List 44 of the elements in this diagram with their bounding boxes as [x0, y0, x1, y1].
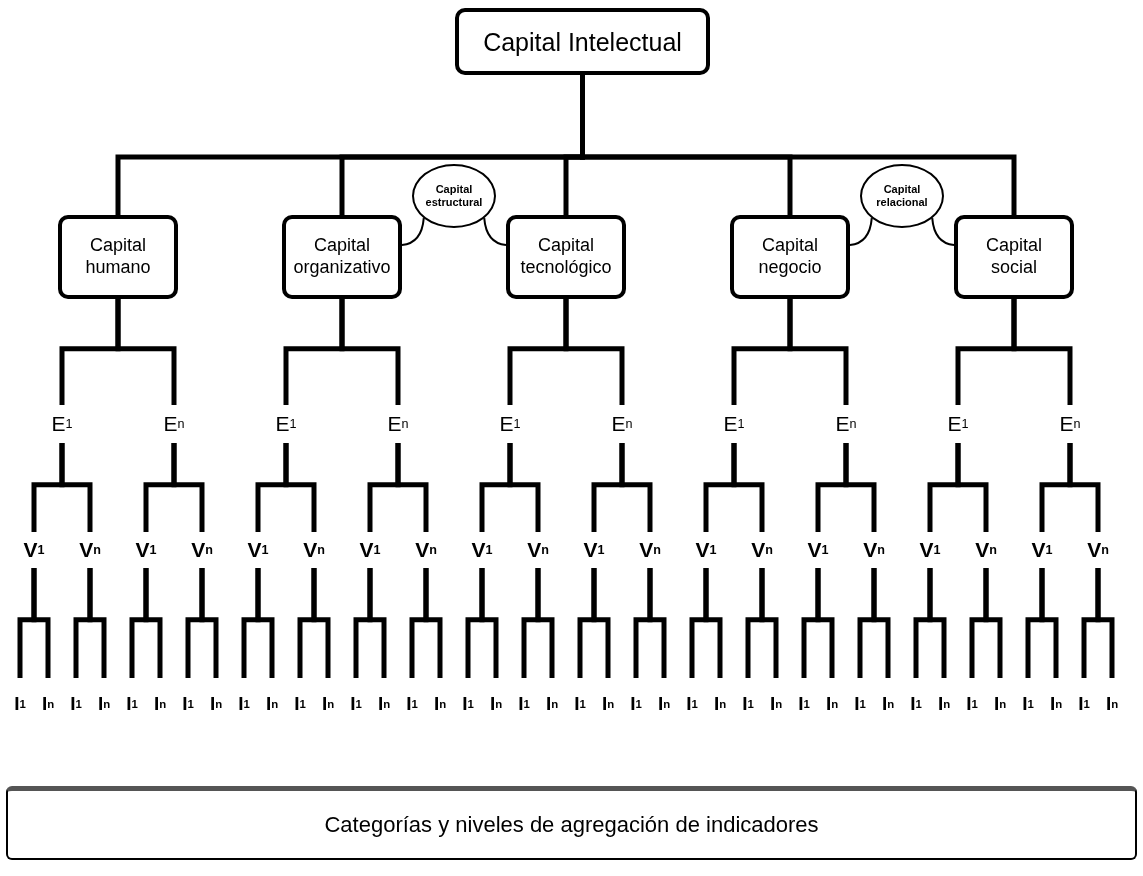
tree-connector: [311, 568, 331, 678]
tree-connector: [87, 568, 107, 678]
tree-connector: [703, 568, 723, 678]
category-box: Capital social: [954, 215, 1074, 299]
tree-connector: [927, 568, 947, 678]
tree-connector: [647, 568, 667, 678]
tree-connector: [1039, 568, 1059, 678]
tree-connector: [1095, 568, 1115, 678]
tree-connector: [871, 568, 891, 678]
tree-connector: [619, 443, 653, 532]
root-box: Capital Intelectual: [455, 8, 710, 75]
category-box: Capital organizativo: [282, 215, 402, 299]
tree-connector: [535, 568, 555, 678]
tree-connector: [479, 568, 499, 678]
tree-connector: [395, 443, 429, 532]
tree-connector: [423, 568, 443, 678]
tree-connector: [843, 443, 877, 532]
tree-connector: [143, 568, 163, 678]
tree-connector: [1011, 299, 1073, 405]
tree-connector: [731, 443, 765, 532]
tree-connector: [115, 299, 177, 405]
group-ellipse: Capital estructural: [412, 164, 496, 228]
tree-connector: [955, 443, 989, 532]
tree-connector: [339, 299, 401, 405]
tree-connector: [171, 443, 205, 532]
tree-connector: [283, 443, 317, 532]
tree-connector: [759, 568, 779, 678]
category-box: Capital tecnológico: [506, 215, 626, 299]
tree-connector: [199, 568, 219, 678]
category-box: Capital humano: [58, 215, 178, 299]
group-ellipse: Capital relacional: [860, 164, 944, 228]
tree-connector: [367, 568, 387, 678]
tree-connector: [563, 299, 625, 405]
tree-connector: [815, 568, 835, 678]
tree-connector: [255, 568, 275, 678]
tree-connector: [59, 443, 93, 532]
tree-connector: [787, 299, 849, 405]
tree-connector: [1067, 443, 1101, 532]
tree-connector: [983, 568, 1003, 678]
tree-connector: [591, 568, 611, 678]
category-box: Capital negocio: [730, 215, 850, 299]
tree-connector: [507, 443, 541, 532]
caption-box: Categorías y niveles de agregación de indicadores: [6, 786, 1137, 860]
tree-connector: [31, 568, 51, 678]
